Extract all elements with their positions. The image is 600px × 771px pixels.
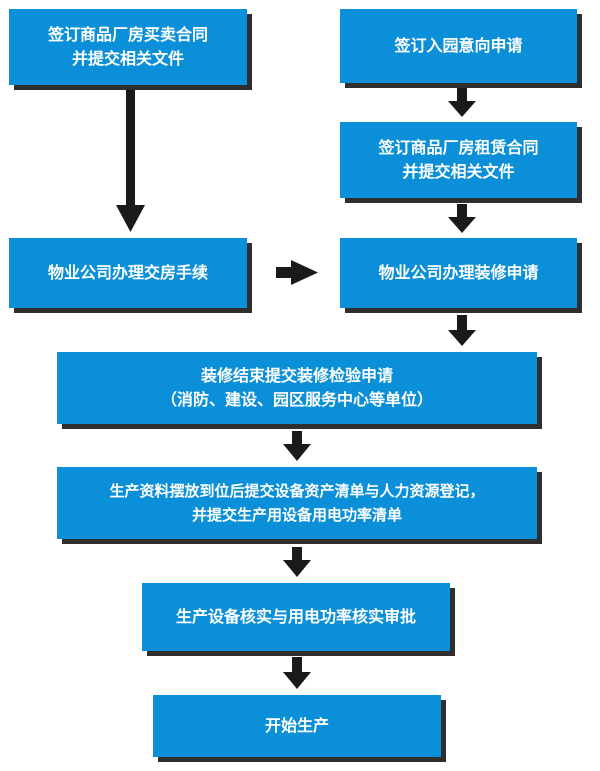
arrow-approval-to-start <box>283 657 311 689</box>
box-approval: 生产设备核实与用电功率核实审批 <box>142 583 450 651</box>
box-approval-line1: 生产设备核实与用电功率核实审批 <box>175 607 416 626</box>
arrow-renovation-to-inspection <box>448 315 476 346</box>
box-renovation-application: 物业公司办理装修申请 <box>340 238 577 308</box>
box-inspection-line1: 装修结束提交装修检验申请 <box>200 366 393 385</box>
arrow-buy-to-handover <box>116 86 145 232</box>
box-intent-application: 签订入园意向申请 <box>340 9 577 83</box>
box-inspection: 装修结束提交装修检验申请 （消防、建设、园区服务中心等单位） <box>57 352 537 424</box>
box-lease-contract: 签订商品厂房租赁合同 并提交相关文件 <box>340 122 577 198</box>
box-start: 开始生产 <box>153 695 441 757</box>
arrow-intent-to-lease <box>448 88 476 117</box>
arrow-handover-to-renovation <box>276 260 318 285</box>
box-start-line1: 开始生产 <box>264 716 329 735</box>
box-equipment-register-line2: 并提交生产用设备用电功率清单 <box>191 506 402 524</box>
box-buy-contract: 签订商品厂房买卖合同 并提交相关文件 <box>9 9 247 85</box>
box-equipment-register-line1: 生产资料摆放到位后提交设备资产清单与人力资源登记， <box>109 482 485 500</box>
box-inspection-line2: （消防、建设、园区服务中心等单位） <box>160 390 433 409</box>
box-handover: 物业公司办理交房手续 <box>9 238 247 308</box>
arrow-inspection-to-register <box>283 431 311 461</box>
box-lease-contract-line2: 并提交相关文件 <box>402 162 515 181</box>
arrow-lease-to-renovation <box>448 204 476 233</box>
box-buy-contract-line2: 并提交相关文件 <box>71 49 184 68</box>
box-renovation-application-line1: 物业公司办理装修申请 <box>378 263 539 282</box>
box-handover-line1: 物业公司办理交房手续 <box>47 263 208 282</box>
box-buy-contract-line1: 签订商品厂房买卖合同 <box>47 25 208 44</box>
box-equipment-register: 生产资料摆放到位后提交设备资产清单与人力资源登记， 并提交生产用设备用电功率清单 <box>57 467 537 539</box>
box-lease-contract-line1: 签订商品厂房租赁合同 <box>378 138 539 157</box>
arrow-register-to-approval <box>283 547 311 577</box>
box-intent-application-line1: 签订入园意向申请 <box>394 36 523 55</box>
